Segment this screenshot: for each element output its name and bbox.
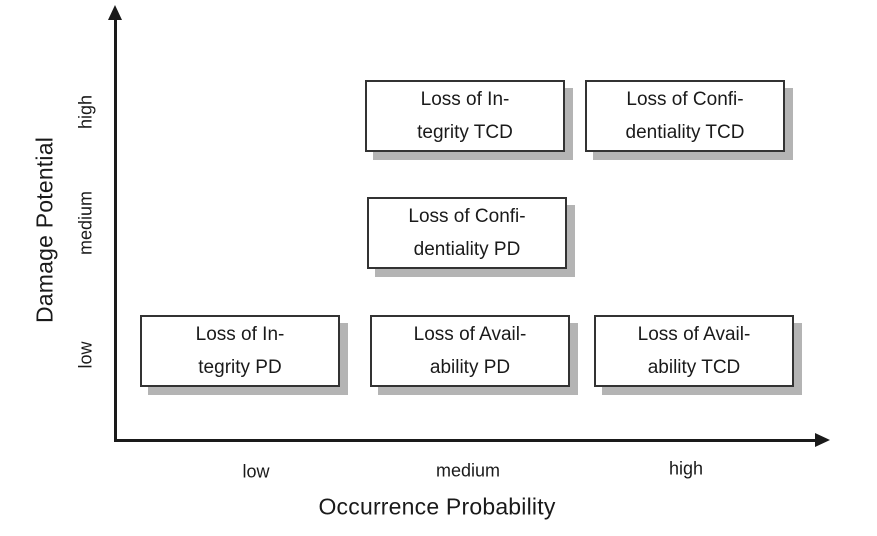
risk-box-label: ability PD: [429, 357, 511, 378]
risk-box-label: Loss of Confi-: [408, 206, 526, 227]
risk-box-loss-of-confidentiality-pd: Loss of Confi- dentiality PD: [367, 197, 567, 269]
risk-box-label: tegrity TCD: [417, 122, 513, 143]
x-tick-medium: medium: [435, 460, 501, 481]
risk-box-label: dentiality PD: [413, 239, 521, 260]
risk-box-label: Loss of Confi-: [626, 89, 744, 110]
risk-box-loss-of-integrity-tcd: Loss of In- tegrity TCD: [365, 80, 565, 152]
y-axis-arrow-icon: [108, 5, 122, 20]
x-axis-line: [114, 439, 818, 442]
y-tick-low: low: [75, 341, 96, 369]
risk-box-label: tegrity PD: [198, 357, 282, 378]
risk-box-label: dentiality TCD: [625, 122, 745, 143]
risk-box-loss-of-confidentiality-tcd: Loss of Confi- dentiality TCD: [585, 80, 785, 152]
risk-box-label: Loss of In-: [195, 324, 285, 345]
risk-box-loss-of-integrity-pd: Loss of In- tegrity PD: [140, 315, 340, 387]
risk-box-loss-of-availability-tcd: Loss of Avail- ability TCD: [594, 315, 794, 387]
risk-box-loss-of-availability-pd: Loss of Avail- ability PD: [370, 315, 570, 387]
y-axis-title: Damage Potential: [31, 136, 58, 324]
risk-box-label: Loss of In-: [420, 89, 510, 110]
y-tick-high: high: [75, 94, 96, 130]
x-tick-high: high: [668, 458, 704, 479]
x-axis-title: Occurrence Probability: [318, 493, 556, 520]
risk-box-label: Loss of Avail-: [413, 324, 527, 345]
x-axis-arrow-icon: [815, 433, 830, 447]
y-tick-medium: medium: [75, 190, 96, 256]
risk-box-label: ability TCD: [647, 357, 741, 378]
x-tick-low: low: [242, 461, 270, 482]
risk-box-label: Loss of Avail-: [637, 324, 751, 345]
y-axis-line: [114, 16, 117, 441]
